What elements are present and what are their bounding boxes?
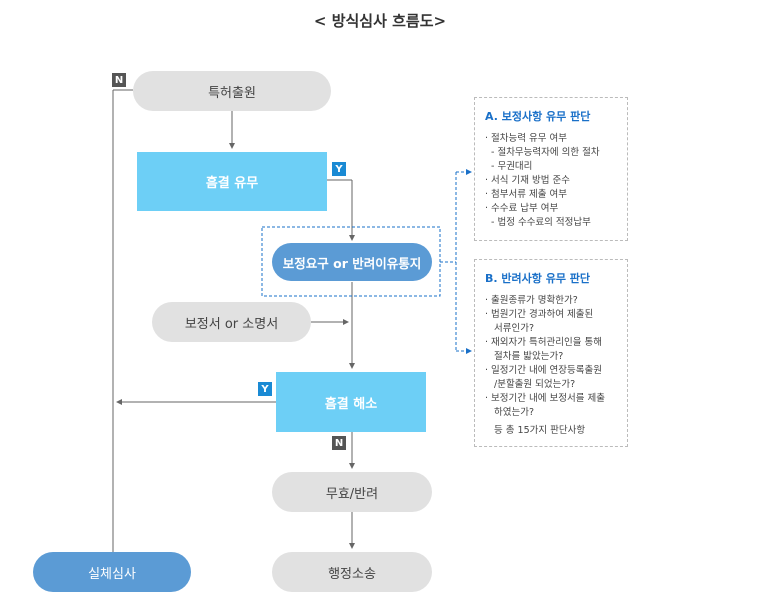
panel-b-line: /분할출원 되었는가? — [494, 379, 576, 390]
panel-a-line: · 절차능력 유무 여부 — [485, 133, 567, 144]
panel-b-line: 하였는가? — [494, 407, 535, 418]
node-resolve: 흠결 해소 — [276, 372, 426, 432]
node-filing: 특허출원 — [133, 71, 331, 111]
panel-a-line: · 서식 기재 방법 준수 — [485, 175, 571, 186]
panel-b-footer: 등 총 15가지 판단사항 — [494, 425, 586, 436]
panel-b: B. 반려사항 유무 판단 · 출원종류가 명확한가? · 법원기간 경과하여 … — [474, 259, 628, 447]
panel-b-line: · 법원기간 경과하여 제출된 — [485, 309, 594, 320]
panel-a: A. 보정사항 유무 판단 · 절차능력 유무 여부 - 절차무능력자에 의한 … — [474, 97, 628, 241]
node-notice: 보정요구 or 반려이유통지 — [272, 243, 432, 281]
node-litigation: 행정소송 — [272, 552, 432, 592]
panel-b-line: · 보정기간 내에 보정서를 제출 — [485, 393, 605, 404]
panel-b-line: 절차를 밟았는가? — [494, 351, 564, 362]
panel-a-line: - 법정 수수료의 적정납부 — [491, 217, 591, 228]
panel-a-line: - 절차무능력자에 의한 절차 — [491, 147, 600, 158]
panel-a-title: A. 보정사항 유무 판단 — [485, 110, 591, 123]
node-amend: 보정서 or 소명서 — [152, 302, 311, 342]
node-exam: 실체심사 — [33, 552, 191, 592]
panel-b-line: · 출원종류가 명확한가? — [485, 295, 578, 306]
tag-n-resolve: N — [332, 436, 346, 450]
panel-b-line: · 일정기간 내에 연장등록출원 — [485, 365, 602, 376]
panel-a-line: · 수수료 납부 여부 — [485, 203, 559, 214]
node-defect: 흠결 유무 — [137, 152, 327, 211]
panel-b-title: B. 반려사항 유무 판단 — [485, 272, 591, 285]
panel-a-line: · 첨부서류 제출 여부 — [485, 189, 567, 200]
node-invalid: 무효/반려 — [272, 472, 432, 512]
tag-y-resolve: Y — [258, 382, 272, 396]
tag-n-filing: N — [112, 73, 126, 87]
page-title: < 방식심사 흐름도> — [313, 12, 447, 30]
tag-y-defect: Y — [332, 162, 346, 176]
panel-a-line: - 무권대리 — [491, 161, 533, 172]
panel-b-line: · 재외자가 특허관리인을 통해 — [485, 337, 602, 348]
panel-b-line: 서류인가? — [494, 323, 535, 334]
